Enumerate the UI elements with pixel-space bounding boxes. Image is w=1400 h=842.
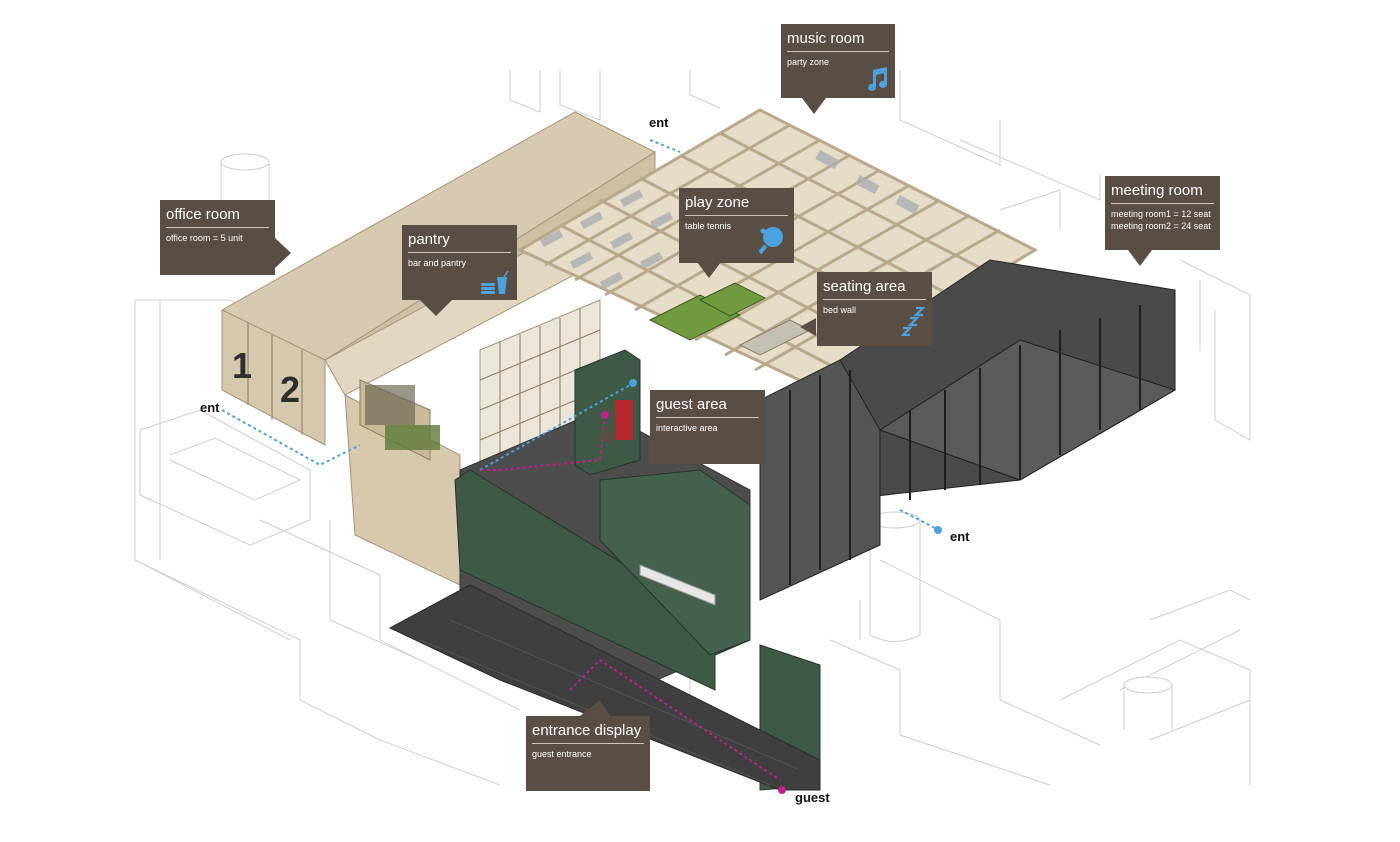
pantry-label: pantry bar and pantry bbox=[402, 225, 517, 300]
context-building-lines bbox=[134, 70, 1251, 786]
music-room-label: music room party zone bbox=[781, 24, 895, 98]
entrance-display-label: entrance display guest entrance bbox=[526, 716, 650, 791]
guest-area-label: guest area interactive area bbox=[650, 390, 765, 464]
ent-top-label: ent bbox=[649, 115, 669, 130]
ent-right-label: ent bbox=[950, 529, 970, 544]
play-zone-label: play zone table tennis bbox=[679, 188, 794, 263]
entry-dots bbox=[601, 379, 942, 794]
ent-left-label: ent bbox=[200, 400, 220, 415]
table-tennis-tables bbox=[648, 282, 812, 356]
office-room-label: office room office room = 5 unit bbox=[160, 200, 275, 275]
entrance-display-sub: guest entrance bbox=[532, 749, 592, 759]
meeting-room-sub1: meeting room1 = 12 seat bbox=[1111, 209, 1211, 219]
entry-path-lines bbox=[221, 139, 936, 781]
meeting-room-label: meeting room meeting room1 = 12 seat mee… bbox=[1105, 176, 1220, 250]
music-note-icon bbox=[868, 67, 888, 91]
play-zone-sub: table tennis bbox=[685, 221, 732, 231]
office-room-sub: office room = 5 unit bbox=[166, 233, 243, 243]
seating-area-label: seating area bed wall bbox=[817, 272, 932, 346]
entrance-display-title: entrance display bbox=[532, 722, 644, 744]
guest-area-sub: interactive area bbox=[656, 423, 718, 433]
sleep-zzz-icon bbox=[901, 306, 925, 336]
guest-entry-label: guest bbox=[795, 790, 830, 805]
music-room-sub: party zone bbox=[787, 57, 830, 67]
music-room-title: music room bbox=[787, 30, 889, 52]
office-number-1: 1 bbox=[232, 345, 252, 386]
seating-area-title: seating area bbox=[823, 278, 926, 300]
label-pointers bbox=[275, 98, 1152, 716]
ping-pong-paddle-icon bbox=[759, 227, 783, 254]
office-room-title: office room bbox=[166, 206, 269, 228]
office-number-2: 2 bbox=[280, 369, 300, 410]
seating-area-sub: bed wall bbox=[823, 305, 857, 315]
roof-skylights bbox=[540, 150, 920, 290]
play-zone-title: play zone bbox=[685, 194, 788, 216]
meeting-room-sub2: meeting room2 = 24 seat bbox=[1111, 221, 1211, 231]
burger-drink-icon bbox=[481, 271, 509, 294]
pantry-title: pantry bbox=[408, 231, 511, 253]
pantry-sub: bar and pantry bbox=[408, 258, 467, 268]
meeting-room-title: meeting room bbox=[1111, 182, 1214, 204]
entrance-floor bbox=[388, 584, 821, 791]
guest-area-title: guest area bbox=[656, 396, 759, 418]
context-cylinders bbox=[220, 153, 1173, 730]
